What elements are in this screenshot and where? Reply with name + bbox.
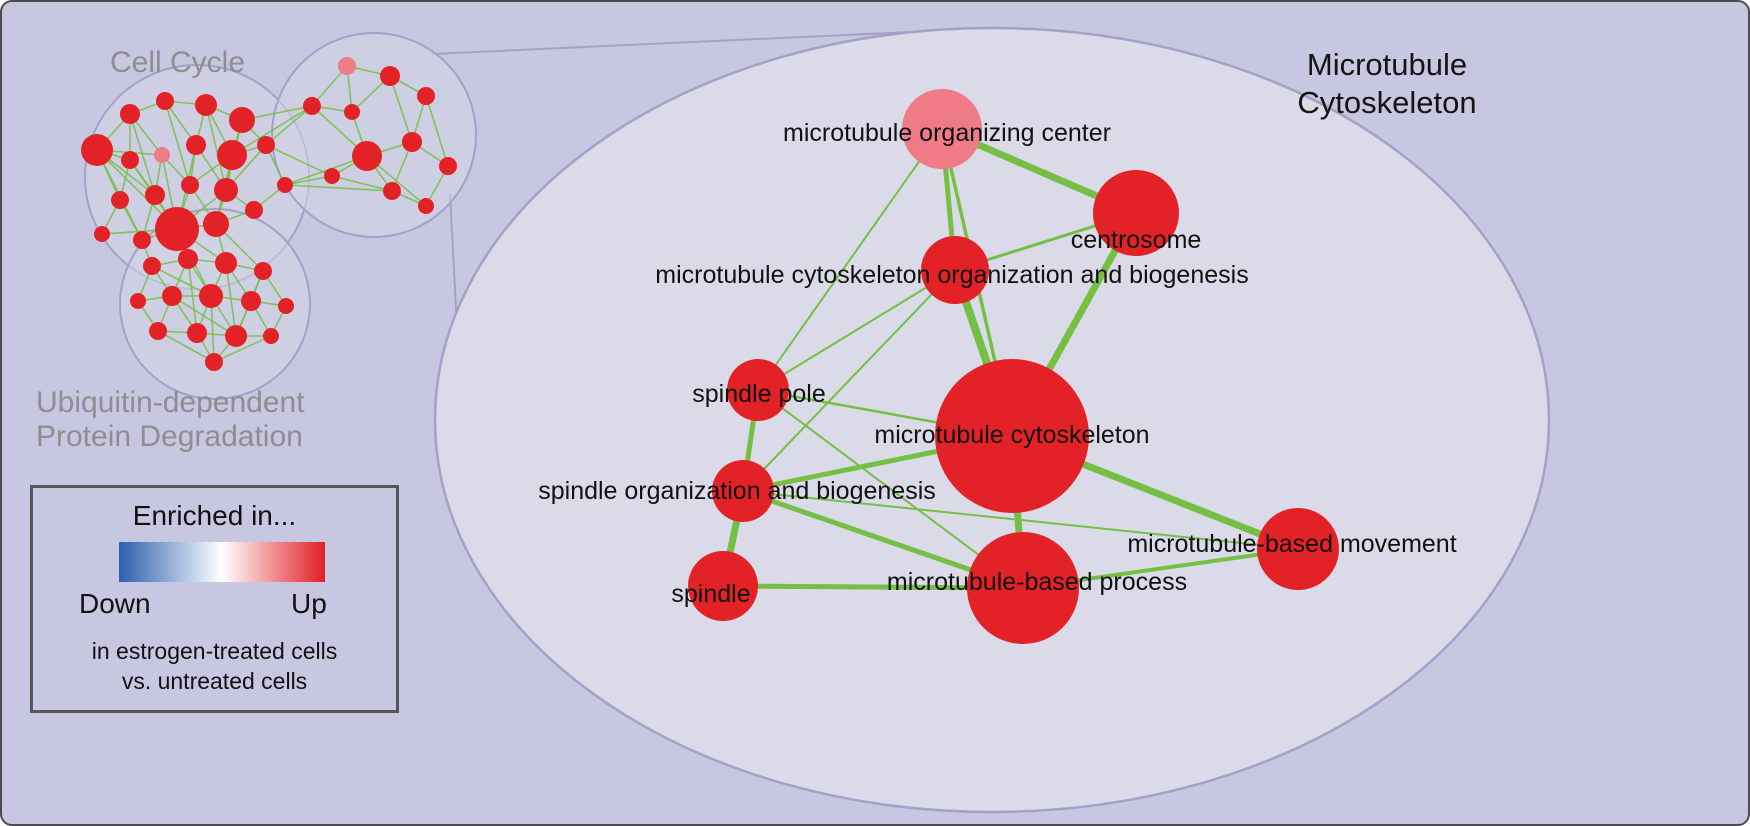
- overview-node: [155, 207, 199, 251]
- overview-node: [217, 140, 247, 170]
- overview-node: [162, 286, 182, 306]
- node-spindle_pole: [727, 359, 789, 421]
- overview-node: [130, 293, 146, 309]
- cell-cycle-cluster-label: Cell Cycle: [110, 46, 246, 79]
- overview-node: [352, 141, 382, 171]
- overview-node: [143, 257, 161, 275]
- overview-node: [257, 136, 275, 154]
- overview-node: [205, 353, 223, 371]
- node-label-mt_process: microtubule-based process: [887, 568, 1187, 596]
- overview-node: [121, 151, 139, 169]
- overview-edge: [331, 175, 393, 192]
- overview-node: [195, 94, 217, 116]
- legend-footnote-line2: vs. untreated cells: [121, 668, 308, 694]
- node-label-moc: microtubule organizing center: [783, 119, 1111, 147]
- overview-node: [241, 291, 261, 311]
- overview-node: [94, 226, 110, 242]
- overview-node: [120, 104, 140, 124]
- overview-edge: [205, 104, 227, 191]
- overview-node: [203, 211, 229, 237]
- overview-edge: [157, 330, 215, 363]
- legend-box: Enriched in... Down Up in estrogen-treat…: [30, 485, 399, 713]
- ubiquitin-cluster-label: Ubiquitin-dependent Protein Degradation: [36, 386, 305, 454]
- overview-node: [178, 249, 198, 269]
- overview-node: [324, 168, 340, 184]
- overview-node: [245, 201, 263, 219]
- legend-up-label: Up: [291, 588, 327, 619]
- overview-node: [149, 322, 167, 340]
- overview-node: [156, 92, 174, 110]
- overview-edge: [265, 105, 313, 146]
- node-label-spindle_pole: spindle pole: [692, 380, 825, 408]
- overview-node: [344, 104, 360, 120]
- microtubule-cluster: [271, 32, 477, 238]
- overview-edge: [225, 262, 237, 337]
- overview-node: [254, 262, 272, 280]
- overview-node: [215, 252, 237, 274]
- overview-node: [214, 178, 238, 202]
- node-mt_cytoskeleton: [935, 359, 1089, 513]
- overview-edge: [213, 335, 272, 363]
- node-label-spindle_org: spindle organization and biogenesis: [538, 477, 936, 505]
- overview-node: [278, 298, 294, 314]
- overview-node: [145, 185, 165, 205]
- overview-node: [402, 132, 422, 152]
- legend-footnote: in estrogen-treated cells vs. untreated …: [33, 636, 396, 696]
- overview-node: [229, 107, 255, 133]
- overview-node: [338, 57, 356, 75]
- microtubule-cytoskeleton-title: Microtubule Cytoskeleton: [1280, 46, 1494, 122]
- node-label-spindle: spindle: [671, 580, 750, 608]
- ubiquitin-label-line1: Ubiquitin-dependent: [36, 386, 305, 419]
- overview-edge: [425, 95, 449, 167]
- overview-node: [133, 231, 151, 249]
- overview-edge: [284, 184, 393, 192]
- overview-node: [186, 135, 206, 155]
- ubiquitin-label-line2: Protein Degradation: [36, 420, 303, 453]
- microtubule-title-line1: Microtubule: [1306, 47, 1468, 82]
- edge-mco-spindle_pole: [757, 269, 956, 391]
- overview-edge: [231, 105, 313, 156]
- overview-node: [439, 157, 457, 175]
- edge-mco-spindle_org: [742, 269, 956, 492]
- node-label-mt_cytoskeleton: microtubule cytoskeleton: [874, 421, 1149, 449]
- node-label-mco: microtubule cytoskeleton organization an…: [655, 261, 1248, 289]
- node-mt_movement: [1257, 508, 1339, 590]
- node-centrosome: [1093, 170, 1179, 256]
- node-spindle: [688, 551, 758, 621]
- legend-down-label: Down: [79, 588, 151, 619]
- overview-node: [263, 328, 279, 344]
- legend-gradient-bar: [119, 542, 325, 582]
- overview-edge: [389, 75, 413, 143]
- legend-footnote-line1: in estrogen-treated cells: [91, 638, 338, 664]
- overview-node: [380, 66, 400, 86]
- overview-node: [383, 182, 401, 200]
- overview-node: [277, 177, 293, 193]
- overview-node: [111, 191, 129, 209]
- node-spindle_org: [712, 460, 774, 522]
- node-mt_process: [967, 532, 1079, 644]
- node-label-centrosome: centrosome: [1071, 226, 1202, 254]
- overview-edge: [265, 144, 333, 177]
- overview-edge: [129, 113, 156, 196]
- zoom-connector-line: [431, 29, 955, 55]
- overview-node: [81, 134, 113, 166]
- legend-title: Enriched in...: [132, 500, 297, 531]
- overview-edge: [164, 100, 191, 186]
- overview-node: [225, 325, 247, 347]
- overview-node: [187, 323, 207, 343]
- node-mco: [921, 236, 989, 304]
- node-label-mt_movement: microtubule-based movement: [1127, 530, 1456, 558]
- microtubule-title-line2: Cytoskeleton: [1297, 85, 1477, 120]
- overview-node: [418, 198, 434, 214]
- edge-moc-spindle_pole: [757, 128, 943, 391]
- overview-node: [199, 284, 223, 308]
- overview-node: [181, 176, 199, 194]
- overview-node: [154, 147, 170, 163]
- overview-node: [303, 97, 321, 115]
- overview-node: [417, 87, 435, 105]
- node-moc: [902, 89, 982, 169]
